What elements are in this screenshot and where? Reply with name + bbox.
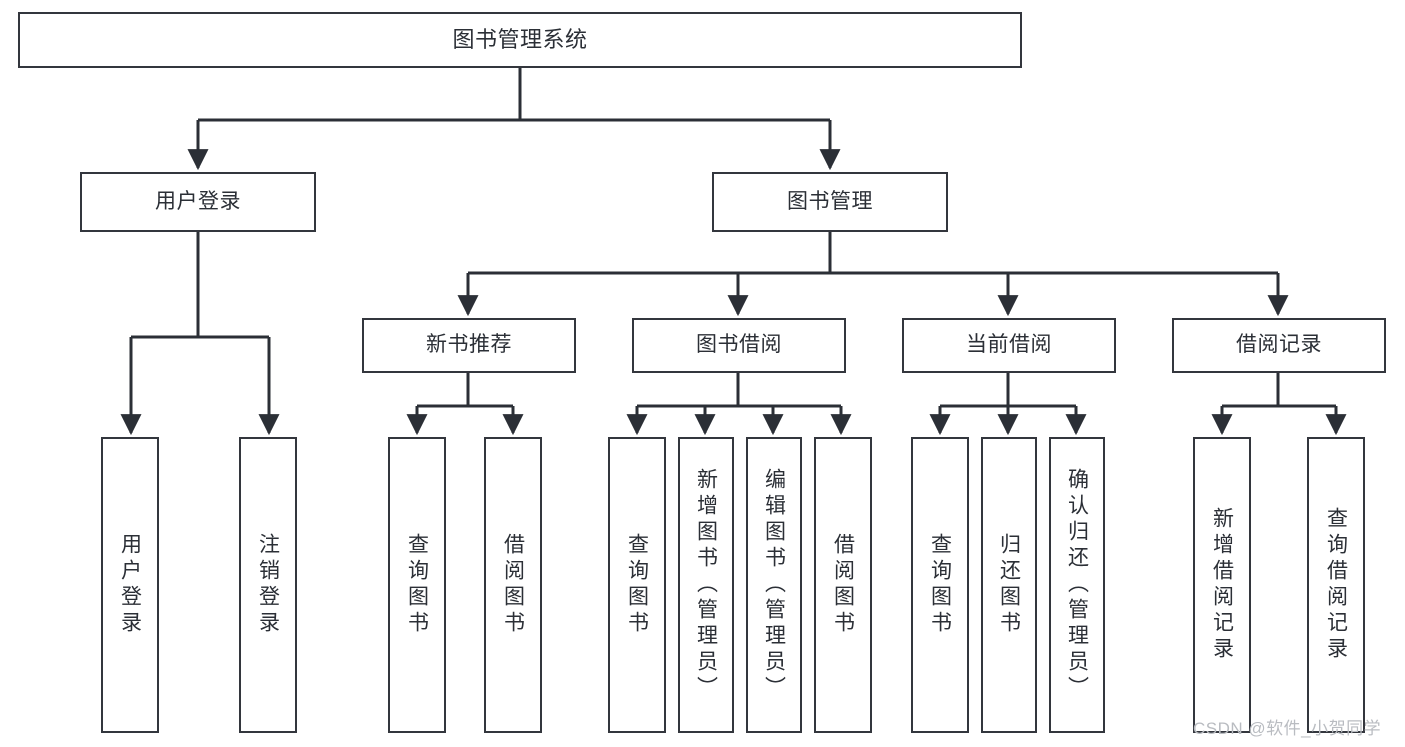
leaf-record-add-borrow-record[interactable]: 新增借阅记录 bbox=[1193, 437, 1251, 733]
node-label: 查询图书 bbox=[928, 533, 952, 637]
csdn-watermark: CSDN @软件_小贺同学 bbox=[1193, 719, 1382, 738]
leaf-record-query-borrow-record[interactable]: 查询借阅记录 bbox=[1307, 437, 1365, 733]
node-label: 图书管理 bbox=[787, 189, 873, 213]
node-label: 图书管理系统 bbox=[452, 27, 588, 53]
leaf-user-login-logout[interactable]: 注销登录 bbox=[239, 437, 297, 733]
node-label: 借阅图书 bbox=[501, 533, 525, 637]
leaf-current-query-books[interactable]: 查询图书 bbox=[911, 437, 969, 733]
leaf-borrow-add-book-admin[interactable]: 新增图书（管理员） bbox=[678, 437, 734, 733]
leaf-user-login-signin[interactable]: 用户登录 bbox=[101, 437, 159, 733]
leaf-new-book-borrow-books[interactable]: 借阅图书 bbox=[484, 437, 542, 733]
node-root-book-management-system[interactable]: 图书管理系统 bbox=[18, 12, 1022, 68]
node-user-login[interactable]: 用户登录 bbox=[80, 172, 316, 232]
node-new-book-recommendation[interactable]: 新书推荐 bbox=[362, 318, 576, 373]
node-label: 当前借阅 bbox=[966, 333, 1052, 357]
node-borrowing-record[interactable]: 借阅记录 bbox=[1172, 318, 1386, 373]
node-label: 确认归还（管理员） bbox=[1065, 468, 1089, 702]
leaf-borrow-borrow-books[interactable]: 借阅图书 bbox=[814, 437, 872, 733]
node-label: 新增图书（管理员） bbox=[694, 468, 718, 702]
node-label: 新增借阅记录 bbox=[1210, 507, 1234, 663]
leaf-current-return-books[interactable]: 归还图书 bbox=[981, 437, 1037, 733]
node-book-borrowing[interactable]: 图书借阅 bbox=[632, 318, 846, 373]
leaf-current-confirm-return-admin[interactable]: 确认归还（管理员） bbox=[1049, 437, 1105, 733]
node-book-management[interactable]: 图书管理 bbox=[712, 172, 948, 232]
node-label: 用户登录 bbox=[155, 189, 241, 213]
node-label: 注销登录 bbox=[256, 533, 280, 637]
node-label: 用户登录 bbox=[118, 533, 142, 637]
node-label: 查询图书 bbox=[625, 533, 649, 637]
node-current-borrowing[interactable]: 当前借阅 bbox=[902, 318, 1116, 373]
leaf-borrow-edit-book-admin[interactable]: 编辑图书（管理员） bbox=[746, 437, 802, 733]
node-label: 查询借阅记录 bbox=[1324, 507, 1348, 663]
node-label: 编辑图书（管理员） bbox=[762, 468, 786, 702]
node-label: 查询图书 bbox=[405, 533, 429, 637]
node-label: 图书借阅 bbox=[696, 333, 782, 357]
node-label: 借阅记录 bbox=[1236, 333, 1322, 357]
node-label: 借阅图书 bbox=[831, 533, 855, 637]
leaf-new-book-query-books[interactable]: 查询图书 bbox=[388, 437, 446, 733]
node-label: 归还图书 bbox=[997, 533, 1021, 637]
leaf-borrow-query-books[interactable]: 查询图书 bbox=[608, 437, 666, 733]
node-label: 新书推荐 bbox=[426, 333, 512, 357]
